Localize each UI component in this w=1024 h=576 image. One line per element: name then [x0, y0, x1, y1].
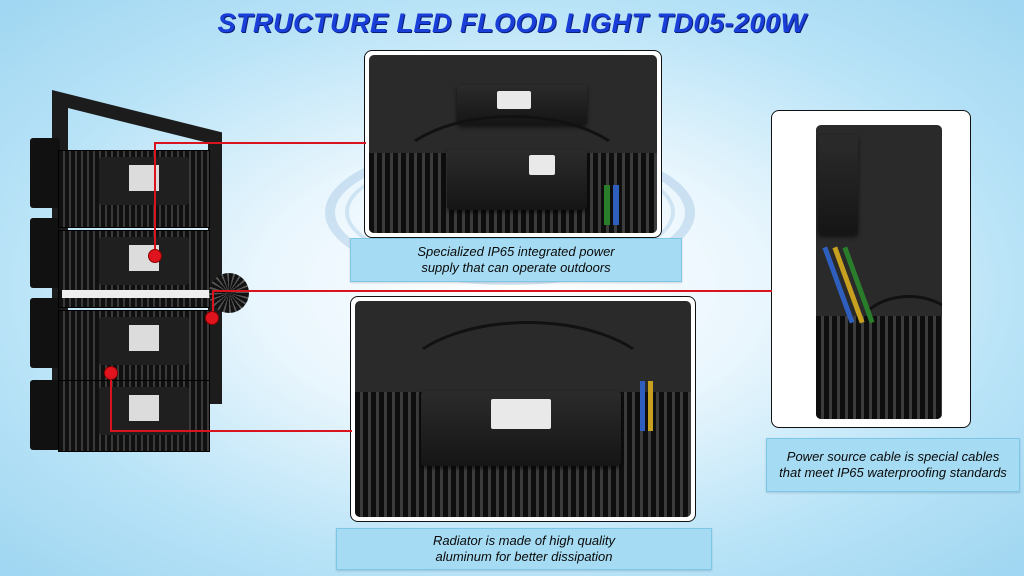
connector-dot	[205, 311, 219, 325]
connector-line	[212, 290, 214, 318]
flood-light-fixture-image	[22, 90, 249, 470]
connector-dot	[148, 249, 162, 263]
end-cap	[30, 138, 60, 208]
led-module	[58, 380, 210, 452]
mount-bracket-right	[208, 134, 222, 404]
page-title: STRUCTURE LED FLOOD LIGHT TD05-200W	[217, 8, 807, 38]
connector-line	[212, 290, 772, 292]
caption-line: Radiator is made of high quality	[432, 533, 616, 548]
caption-line: Specialized IP65 integrated power	[417, 244, 615, 259]
connector-line	[154, 142, 156, 254]
radiator-photo	[350, 296, 696, 522]
end-cap	[30, 380, 60, 450]
mount-bracket-top	[52, 90, 222, 147]
cable-photo	[771, 110, 971, 428]
led-module	[58, 150, 210, 228]
connector-dot	[104, 366, 118, 380]
caption-line: Power source cable is special cables	[786, 449, 1000, 464]
light-strip	[62, 290, 212, 298]
caption-line: supply that can operate outdoors	[421, 260, 611, 275]
led-module	[58, 310, 210, 388]
caption-line: aluminum for better dissipation	[435, 549, 613, 564]
caption-cable: Power source cable is special cables tha…	[766, 438, 1020, 492]
caption-radiator: Radiator is made of high quality aluminu…	[336, 528, 712, 570]
end-cap	[30, 298, 60, 368]
connector-line	[110, 430, 352, 432]
end-cap	[30, 218, 60, 288]
power-supply-photo	[364, 50, 662, 238]
fan-radiator	[209, 273, 249, 313]
caption-line: that meet IP65 waterproofing standards	[779, 465, 1007, 480]
caption-power-supply: Specialized IP65 integrated power supply…	[350, 238, 682, 282]
connector-line	[154, 142, 366, 144]
connector-line	[110, 372, 112, 432]
